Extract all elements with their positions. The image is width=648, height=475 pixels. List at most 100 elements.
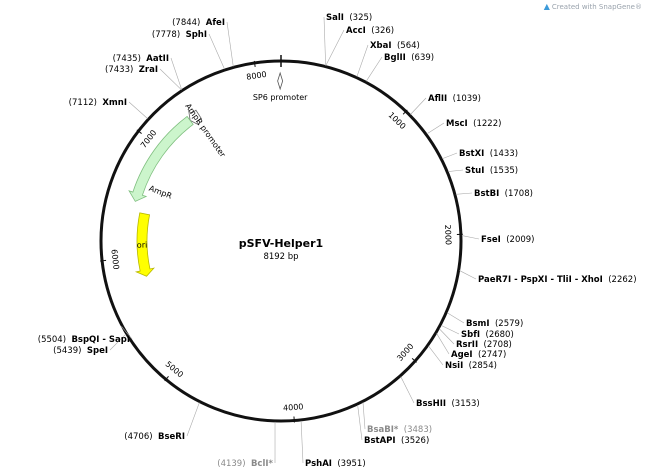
watermark-prefix: Created with [551,3,599,11]
watermark-mark: ® [635,3,642,11]
site-name: AfeI [206,18,225,28]
ruler-tick-label: 2000 [443,225,453,246]
site-paren-open: ( [608,275,611,285]
site-position: 7433 [108,65,130,75]
site-paren-open: ( [490,149,493,159]
site-label: (7433) ZraI [105,65,158,75]
site-label: (7435) AatII [113,54,169,64]
site-label: AccI (326) [346,26,394,36]
restriction-site: RsrII (2708) [439,328,512,350]
site-paren-close: ) [476,399,479,409]
restriction-site: BsaBI* (3483) [362,402,432,435]
sp6-promoter-feature [277,71,284,91]
site-name: BstAPI [364,436,396,446]
site-paren-close: ) [503,350,506,360]
site-name: SpeI [87,346,108,356]
restriction-site: (7435) AatII [113,54,182,90]
site-label: BssHII (3153) [416,399,480,409]
site-name: FseI [481,235,501,245]
ori-feature [134,212,155,277]
site-leader-line [428,345,444,366]
site-paren-open: ( [505,189,508,199]
snapgene-watermark: ▲Created with SnapGene® [544,2,642,11]
site-leader-line [441,325,460,335]
site-position: 3526 [404,436,426,446]
site-name: SalI [326,13,344,23]
site-name: BsaBI* [367,425,399,435]
site-paren-open: ( [453,94,456,104]
site-layer: SalI (325) AccI (326) XbaI (564) BglII (639… [38,13,637,469]
site-paren-open: ( [371,26,374,36]
site-leader-line [400,376,415,404]
site-paren-open: ( [397,41,400,51]
restriction-site: AflII (1039) [410,94,481,115]
restriction-site: PshAI (3951) [300,420,366,469]
restriction-site: (7778) SphI [152,30,225,70]
site-name: PaeR7I - PspXI - TliI - XhoI [478,275,603,285]
site-label: SalI (325) [326,13,372,23]
site-position: 2854 [472,361,494,371]
site-paren-close: ) [426,436,429,446]
ruler-tick [164,376,169,382]
site-paren-open: ( [490,166,493,176]
restriction-site: BsmI (2579) [447,312,523,329]
site-position: 326 [375,26,391,36]
restriction-site: SalI (325) [323,13,372,66]
restriction-site: AccI (326) [325,26,394,66]
site-name: NsiI [445,361,463,371]
site-label: XbaI (564) [370,41,420,51]
site-name: BclI* [251,459,274,469]
site-name: BssHII [416,399,446,409]
restriction-site: PaeR7I - PspXI - TliI - XhoI (2262) [459,270,637,285]
site-name: BstBI [474,189,499,199]
site-position: 1222 [476,119,498,129]
site-paren-close: ) [78,346,81,356]
site-label: PshAI (3951) [305,459,366,469]
ruler-tick-label: 5000 [164,359,185,379]
site-paren-close: ) [515,166,518,176]
restriction-site: MscI (1222) [426,119,501,135]
ruler-tick [402,109,408,115]
ruler-tick [411,358,417,363]
site-position: 5504 [41,335,63,345]
site-position: 2708 [487,340,509,350]
site-paren-open: ( [113,54,116,64]
site-paren-open: ( [484,340,487,350]
ruler-tick-label: 8000 [246,70,267,82]
site-paren-open: ( [69,98,72,108]
site-name: XbaI [370,41,392,51]
site-leader-line [186,402,200,437]
site-leader-line [448,169,464,172]
site-label: MscI (1222) [446,119,501,129]
site-name: BsmI [466,319,490,329]
site-position: 5439 [56,346,78,356]
site-name: XmnI [102,98,127,108]
site-paren-close: ) [520,319,523,329]
site-paren-open: ( [172,18,175,28]
site-leader-line [447,312,465,324]
site-paren-open: ( [451,399,454,409]
site-paren-close: ) [197,18,200,28]
site-paren-open: ( [473,119,476,129]
site-paren-open: ( [404,425,407,435]
site-leader-line [128,101,148,119]
restriction-site: AgeI (2747) [436,333,506,360]
site-leader-line [109,333,127,351]
site-paren-close: ) [431,53,434,63]
site-name: MscI [446,119,468,129]
ampr-feature [128,115,194,202]
restriction-site: (7844) AfeI [172,18,234,67]
site-position: 2262 [612,275,634,285]
site-label: BsaBI* (3483) [367,425,432,435]
site-paren-open: ( [217,459,220,469]
site-paren-open: ( [349,13,352,23]
ampr-label: AmpR [148,184,174,201]
site-position: 1039 [456,94,478,104]
site-label: BglII (639) [384,53,434,63]
site-leader-line [170,57,182,90]
restriction-site: (7112) XmnI [69,98,148,119]
plasmid-name: pSFV-Helper1 [239,237,323,250]
site-paren-close: ) [498,119,501,129]
site-label: BstBI (1708) [474,189,533,199]
restriction-site: BssHII (3153) [400,376,480,409]
